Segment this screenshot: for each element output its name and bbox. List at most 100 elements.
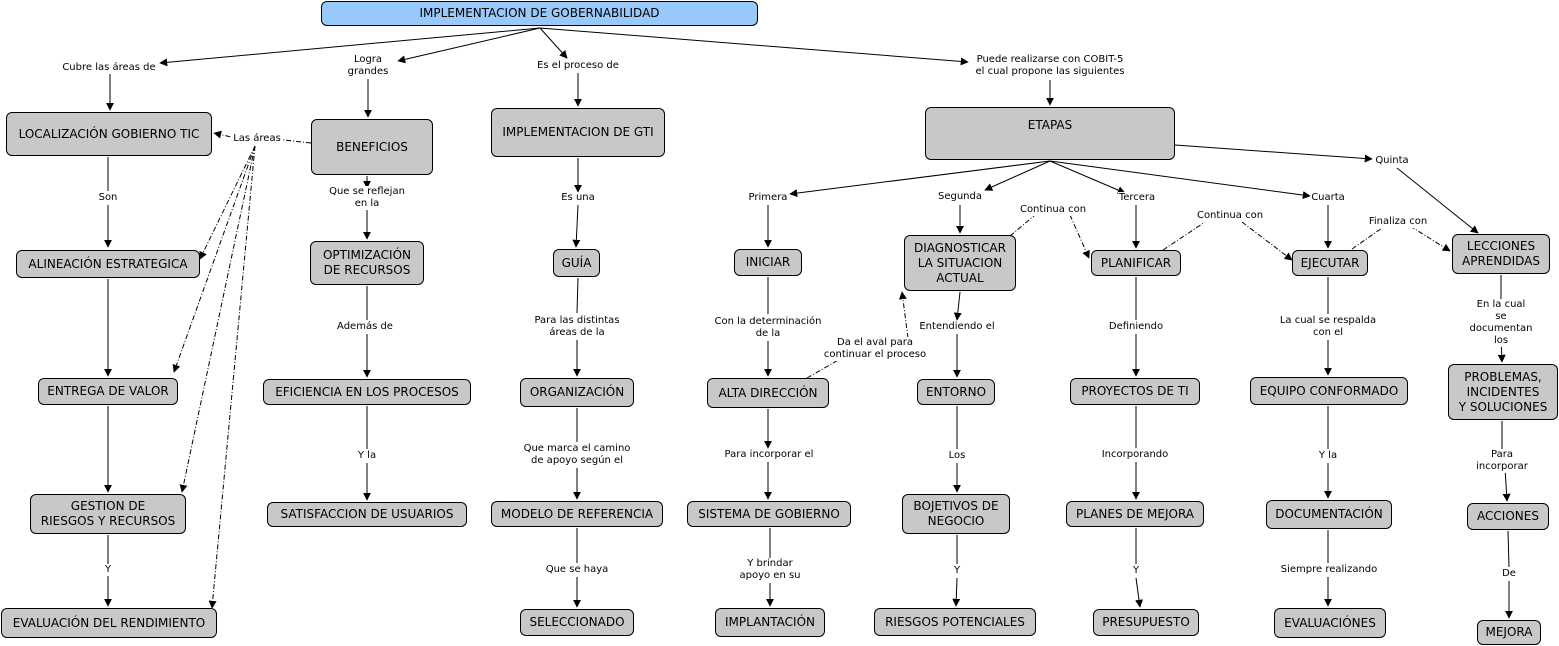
node-mejora[interactable]: MEJORA (1477, 620, 1541, 645)
node-planificar[interactable]: PLANIFICAR (1091, 250, 1181, 276)
connector-36 (1049, 160, 1311, 200)
connector-63 (1135, 577, 1143, 608)
label-logra: Logra grandes (346, 54, 390, 78)
node-guia[interactable]: GUÍA (553, 249, 600, 277)
node-acciones[interactable]: ACCIONES (1467, 503, 1549, 530)
connector-3 (539, 27, 969, 66)
label-y-la-1: Y la (356, 450, 378, 462)
connector-47 (898, 291, 909, 339)
connector-56 (1069, 214, 1090, 259)
label-documentan: En la cual se documentan los (1468, 299, 1534, 347)
node-eficiencia[interactable]: EFICIENCIA EN LOS PROCESOS (263, 379, 471, 405)
connector-78 (1502, 467, 1511, 502)
label-son: Son (97, 192, 119, 204)
connector-37 (1174, 144, 1373, 163)
label-tercera: Tercera (1117, 192, 1157, 204)
node-gestion-riesgos[interactable]: GESTION DE RIESGOS Y RECURSOS (30, 494, 186, 534)
node-iniciar[interactable]: INICIAR (734, 249, 802, 276)
node-optimizacion[interactable]: OPTIMIZACIÓN DE RECURSOS (310, 241, 424, 285)
node-etapas[interactable]: ETAPAS (925, 107, 1175, 160)
label-respalda: La cual se respalda con el (1278, 315, 1378, 339)
connector-79 (1507, 530, 1510, 568)
label-las-areas: Las áreas (232, 133, 282, 145)
label-incorporar: Para incorporar (1473, 449, 1531, 473)
connector-1 (397, 27, 541, 64)
node-beneficios[interactable]: BENEFICIOS (311, 119, 433, 175)
label-primera: Primera (747, 192, 789, 204)
node-entorno[interactable]: ENTORNO (917, 379, 995, 405)
connector-49 (953, 291, 962, 321)
connector-74 (1409, 225, 1451, 252)
connector-26 (572, 204, 581, 248)
node-planes[interactable]: PLANES DE MEJORA (1066, 501, 1204, 527)
node-diagnosticar[interactable]: DIAGNOSTICAR LA SITUACION ACTUAL (904, 235, 1016, 291)
node-problemas[interactable]: PROBLEMAS, INCIDENTES Y SOLUCIONES (1448, 364, 1558, 420)
connector-2 (539, 27, 568, 59)
label-de: De (1501, 568, 1517, 580)
node-localizacion[interactable]: LOCALIZACIÓN GOBIERNO TIC (6, 112, 212, 156)
connector-73 (1351, 225, 1386, 250)
label-y-1: Y (952, 565, 962, 577)
label-siempre: Siempre realizando (1279, 564, 1379, 576)
label-segunda: Segunda (937, 191, 983, 203)
node-implantacion[interactable]: IMPLANTACIÓN (715, 608, 825, 637)
label-quinta: Quinta (1374, 155, 1410, 167)
node-objetivos[interactable]: BOJETIVOS DE NEGOCIO (902, 494, 1010, 534)
label-continua-2: Continua con (1195, 210, 1265, 222)
node-proyectos[interactable]: PROYECTOS DE TI (1070, 378, 1200, 405)
node-modelo[interactable]: MODELO DE REFERENCIA (491, 501, 663, 527)
label-definiendo: Definiendo (1107, 321, 1165, 333)
node-documentacion[interactable]: DOCUMENTACIÓN (1266, 500, 1392, 529)
node-lecciones[interactable]: LECCIONES APRENDIDAS (1452, 234, 1550, 274)
node-entrega-valor[interactable]: ENTREGA DE VALOR (38, 378, 178, 405)
connector-64 (1162, 221, 1206, 251)
connector-65 (1241, 221, 1293, 261)
connector-0 (159, 27, 541, 67)
label-finaliza: Finaliza con (1367, 216, 1429, 228)
node-presupuesto[interactable]: PRESUPUESTO (1093, 609, 1199, 636)
node-evaluacion-rendimiento[interactable]: EVALUACIÓN DEL RENDIMIENTO (1, 608, 217, 638)
connector-15 (199, 145, 256, 260)
label-incorporar-el: Para incorporar el (723, 449, 815, 461)
node-evaluaciones[interactable]: EVALUACIÓNES (1274, 608, 1386, 638)
connector-16 (172, 145, 256, 373)
label-brindar: Y brindar apoyo en su (738, 558, 802, 582)
node-alineacion[interactable]: ALINEACIÓN ESTRATEGICA (16, 250, 200, 278)
connector-34 (984, 160, 1051, 191)
node-riesgos-potenciales[interactable]: RIESGOS POTENCIALES (874, 608, 1036, 636)
connector-27 (576, 277, 579, 314)
label-marca: Que marca el camino de apoyo según el (522, 443, 632, 467)
label-se-haya: Que se haya (544, 564, 610, 576)
node-sistema-gobierno[interactable]: SISTEMA DE GOBIERNO (687, 501, 851, 527)
label-y-2: Y (1131, 565, 1141, 577)
label-determinacion: Con la determinación de la (713, 316, 823, 340)
label-cobit: Puede realizarse con COBIT-5 el cual pro… (974, 54, 1126, 78)
connector-38 (1396, 167, 1479, 234)
label-entendiendo: Entendiendo el (918, 321, 996, 333)
node-satisfaccion[interactable]: SATISFACCION DE USUARIOS (267, 502, 467, 527)
node-seleccionado[interactable]: SELECCIONADO (520, 609, 634, 636)
label-ademas: Además de (336, 321, 394, 333)
connector-35 (1049, 160, 1126, 194)
node-ejecutar[interactable]: EJECUTAR (1292, 250, 1368, 276)
node-alta-direccion[interactable]: ALTA DIRECCIÓN (707, 378, 829, 408)
node-organizacion[interactable]: ORGANIZACIÓN (520, 378, 634, 407)
node-equipo[interactable]: EQUIPO CONFORMADO (1250, 377, 1408, 405)
label-aval: Da el aval para continuar el proceso (822, 337, 928, 361)
label-distintas: Para las distintas áreas de la (533, 315, 621, 339)
connector-33 (789, 160, 1051, 198)
label-continua-1: Continua con (1018, 204, 1088, 216)
label-incorporando: Incorporando (1100, 449, 1170, 461)
label-y-la-2: Y la (1317, 450, 1339, 462)
connector-55 (1009, 214, 1036, 237)
label-proceso: Es el proceso de (536, 60, 620, 72)
connector-54 (952, 577, 961, 607)
label-cuarta: Cuarta (1310, 192, 1346, 204)
label-los: Los (947, 450, 967, 462)
root-node[interactable]: IMPLEMENTACION DE GOBERNABILIDAD (321, 1, 758, 26)
label-es-una: Es una (560, 192, 596, 204)
label-cubre: Cubre las áreas de (61, 62, 157, 74)
connector-17 (179, 145, 256, 493)
node-implementacion-gti[interactable]: IMPLEMENTACION DE GTI (491, 108, 665, 157)
